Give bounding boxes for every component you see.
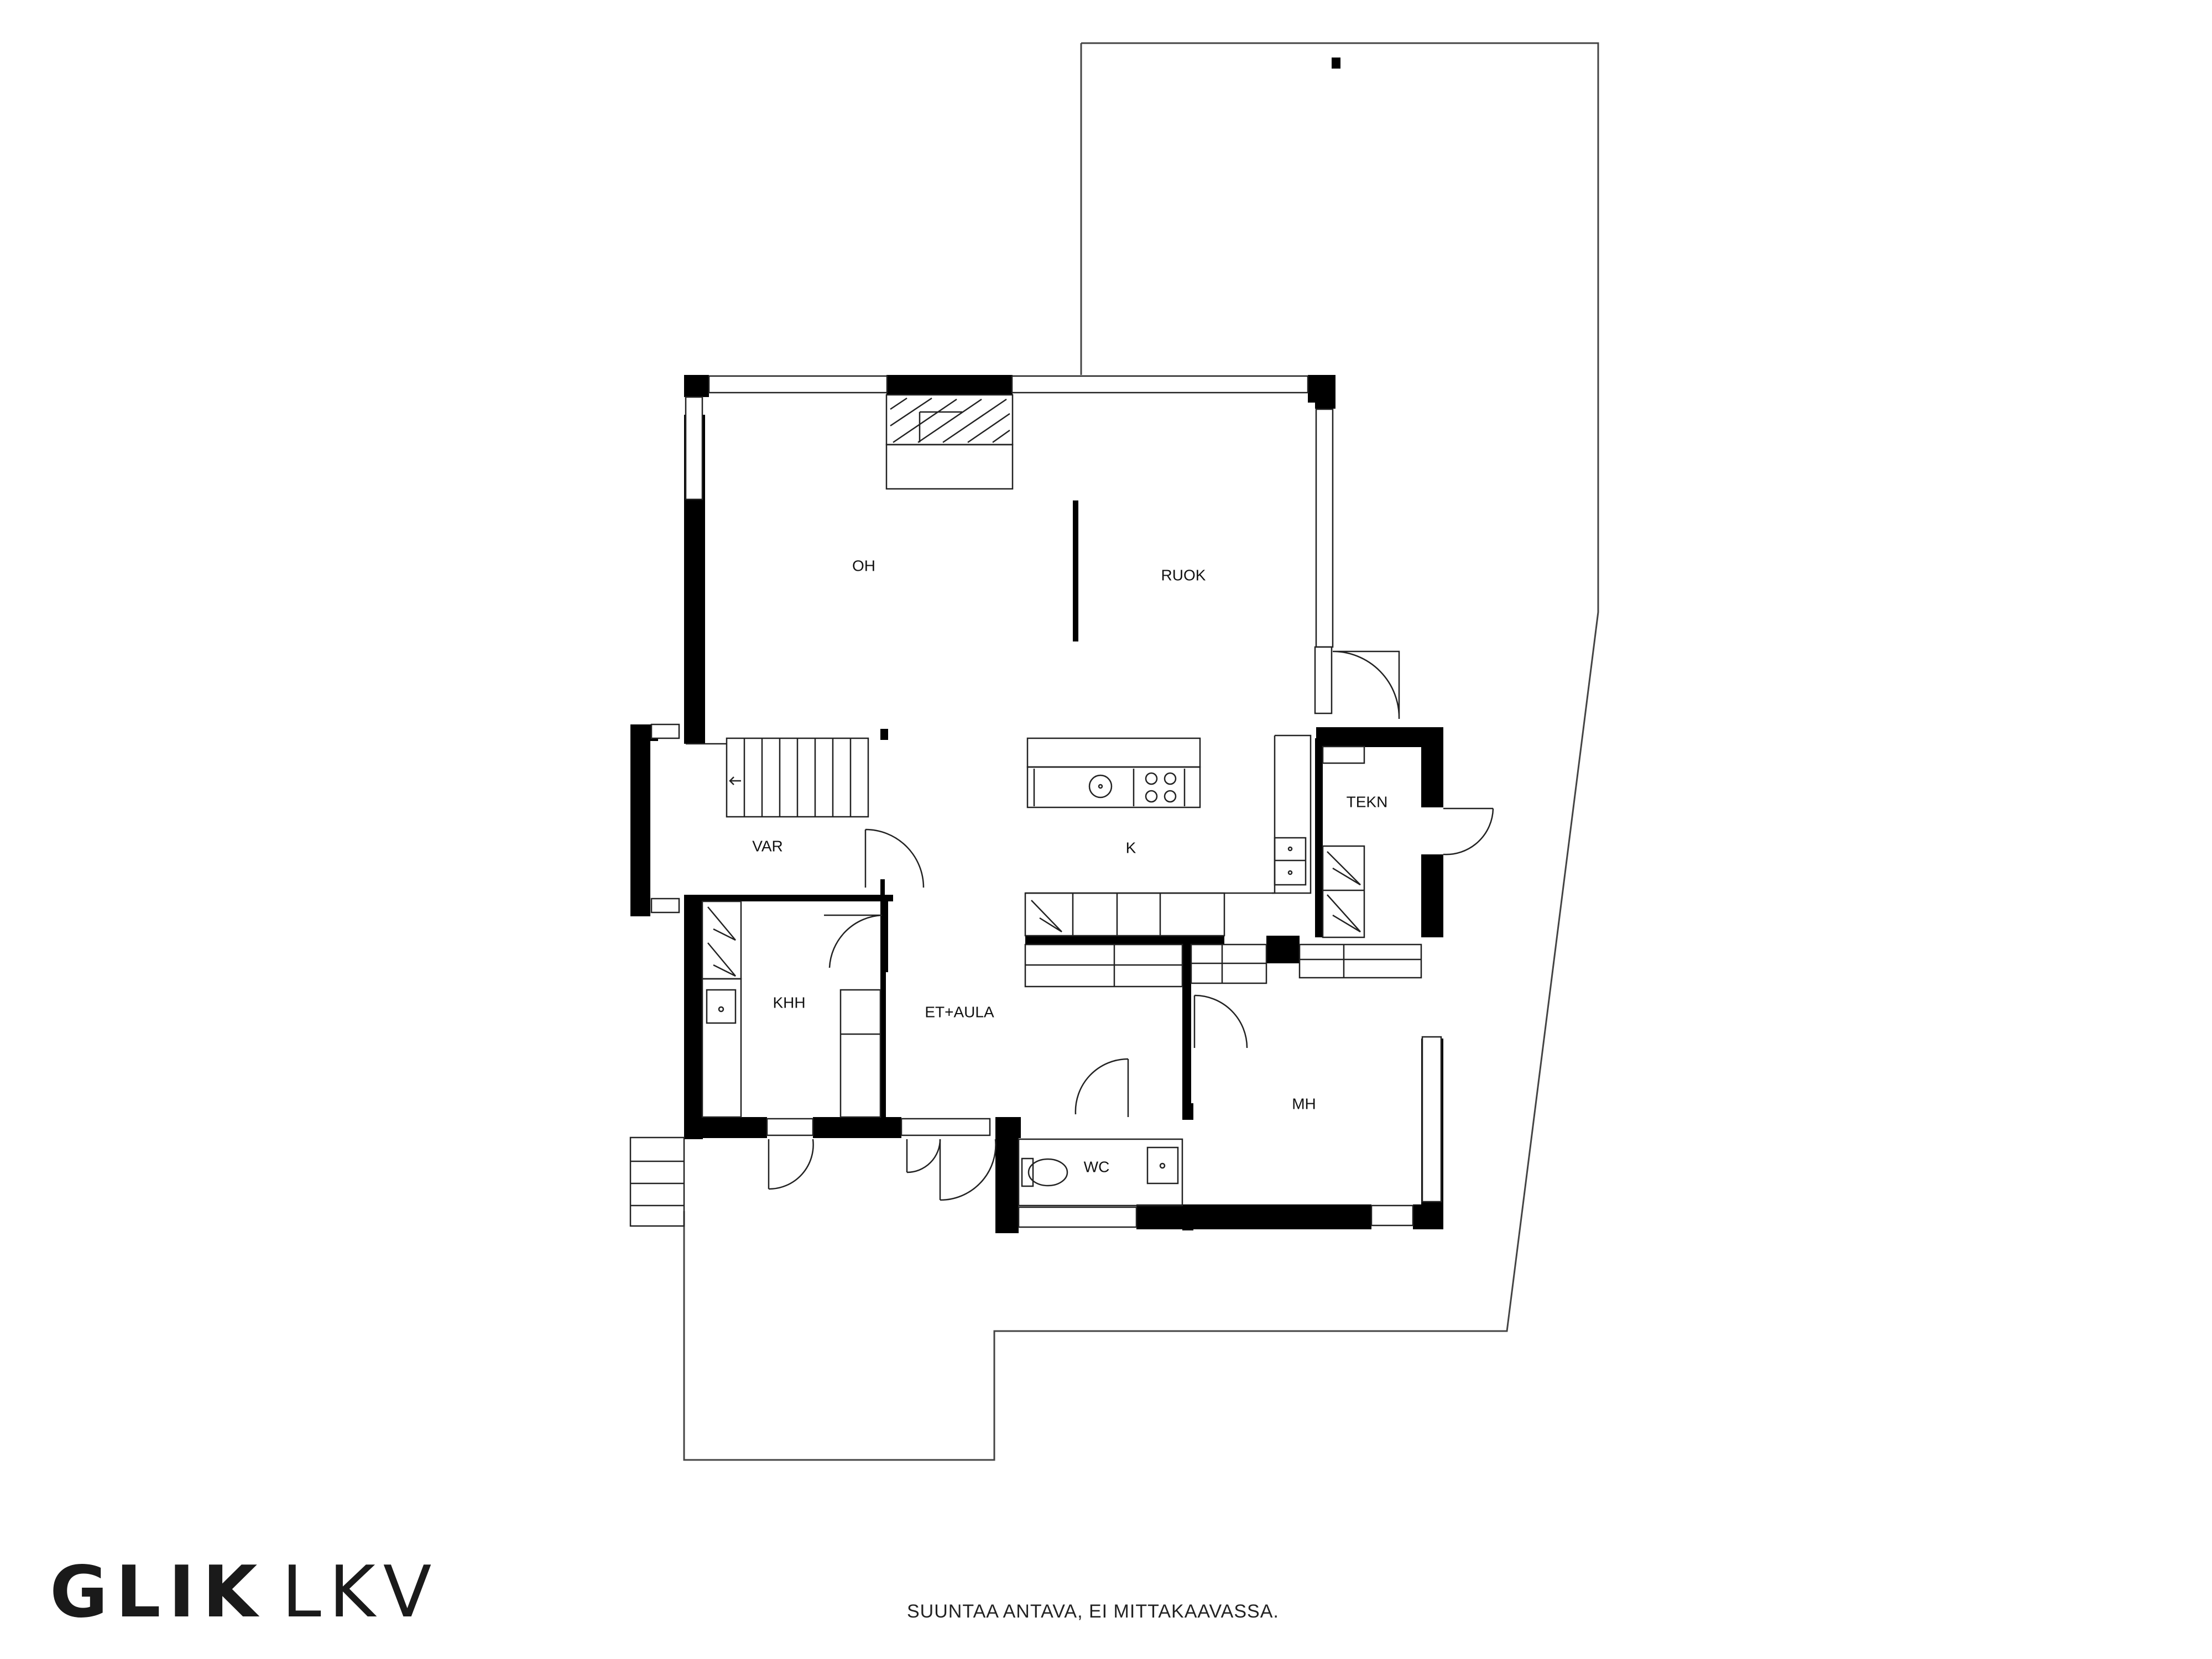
plot-boundary bbox=[683, 42, 1599, 1461]
staircase bbox=[686, 737, 869, 818]
brand-logo-light: LKV bbox=[281, 1551, 440, 1634]
room-label-khh: KHH bbox=[773, 994, 805, 1011]
interior-walls bbox=[650, 500, 1323, 1230]
kitchen-counter bbox=[1024, 734, 1312, 937]
fireplace bbox=[885, 394, 1014, 490]
room-label-et-aula: ET+AULA bbox=[925, 1003, 994, 1020]
room-label-oh: OH bbox=[852, 557, 875, 574]
room-label-wc: WC bbox=[1084, 1158, 1110, 1175]
windows bbox=[650, 375, 1442, 1228]
room-label-var: VAR bbox=[752, 837, 783, 854]
plot-marker bbox=[1332, 58, 1340, 69]
room-label-mh: MH bbox=[1292, 1095, 1316, 1112]
kitchen-island bbox=[1026, 737, 1201, 808]
room-label-k: K bbox=[1126, 839, 1136, 856]
doors bbox=[768, 650, 1494, 1201]
room-label-ruok: RUOK bbox=[1161, 566, 1206, 583]
wc-fixtures bbox=[1018, 1138, 1183, 1207]
brand-logo-bold: GLIK bbox=[50, 1551, 265, 1634]
disclaimer-text: SUUNTAA ANTAVA, EI MITTAKAAVASSA. bbox=[907, 1601, 1279, 1622]
entrance-steps bbox=[629, 1136, 685, 1227]
room-label-tekn: TEKN bbox=[1347, 793, 1388, 810]
closets bbox=[701, 745, 1422, 1118]
